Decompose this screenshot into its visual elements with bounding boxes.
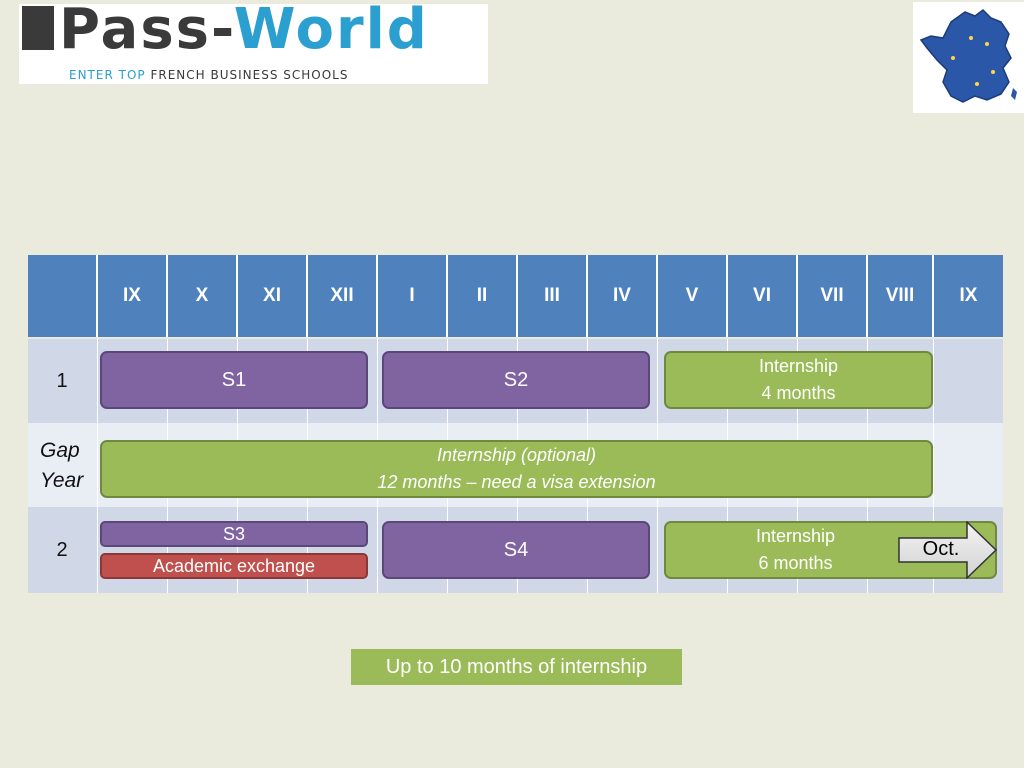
semester-s4-bar: S4 xyxy=(382,521,650,579)
gap-label-line2: Year xyxy=(40,469,84,492)
s2-label: S2 xyxy=(503,368,529,391)
academic-exchange-bar: Academic exchange xyxy=(100,553,368,579)
tagline-part1: ENTER TOP xyxy=(69,68,151,82)
oct-arrow-icon xyxy=(898,521,998,579)
gap-label-line1: Gap xyxy=(40,439,80,462)
month-header: VIII xyxy=(868,255,934,337)
logo-tagline: ENTER TOP FRENCH BUSINESS SCHOOLS xyxy=(69,68,348,82)
row-label-year1: 1 xyxy=(56,369,68,392)
internship2-line2: 6 months xyxy=(758,553,833,573)
france-map-icon xyxy=(913,2,1024,113)
internship-year1-bar: Internship 4 months xyxy=(664,351,933,409)
row-label-year2: 2 xyxy=(56,538,68,561)
semester-s1-bar: S1 xyxy=(100,351,368,409)
month-header: XII xyxy=(308,255,378,337)
header-corner xyxy=(28,255,98,337)
column-divider xyxy=(933,339,934,593)
semester-s3-bar: S3 xyxy=(100,521,368,547)
semester-s2-bar: S2 xyxy=(382,351,650,409)
column-divider xyxy=(97,339,98,593)
month-header: II xyxy=(448,255,518,337)
s3-label: S3 xyxy=(222,523,246,544)
month-header: V xyxy=(658,255,728,337)
internship1-line1: Internship xyxy=(758,356,839,376)
exchange-label: Academic exchange xyxy=(152,555,316,576)
gap-year-internship-bar: Internship (optional) 12 months – need a… xyxy=(100,440,933,498)
month-header: IX xyxy=(934,255,1003,337)
pass-world-logo: Pass-World ENTER TOP FRENCH BUSINESS SCH… xyxy=(19,0,488,84)
month-header: X xyxy=(168,255,238,337)
gap-line2: 12 months – need a visa extension xyxy=(377,472,656,492)
logo-wordmark-part1: Pass- xyxy=(59,0,234,62)
internship-year2-bar: Internship 6 months xyxy=(664,521,997,579)
month-header: IV xyxy=(588,255,658,337)
month-header: XI xyxy=(238,255,308,337)
s1-label: S1 xyxy=(221,368,247,391)
month-header: IX xyxy=(98,255,168,337)
s4-label: S4 xyxy=(503,538,529,561)
logo-wordmark-part2: World xyxy=(233,0,429,62)
internship-summary-callout: Up to 10 months of internship xyxy=(351,649,682,685)
row-label-gap-year: Gap Year xyxy=(40,436,83,496)
tagline-part2: FRENCH BUSINESS SCHOOLS xyxy=(150,68,349,82)
logo-wordmark: Pass-World xyxy=(59,0,429,62)
month-header: I xyxy=(378,255,448,337)
oct-label: Oct. xyxy=(922,538,960,560)
internship2-line1: Internship xyxy=(755,526,836,546)
month-header: VI xyxy=(728,255,798,337)
gap-line1: Internship (optional) xyxy=(436,445,597,465)
internship1-line2: 4 months xyxy=(761,383,836,403)
month-header: III xyxy=(518,255,588,337)
logo-mark xyxy=(22,6,54,50)
month-header: VII xyxy=(798,255,868,337)
